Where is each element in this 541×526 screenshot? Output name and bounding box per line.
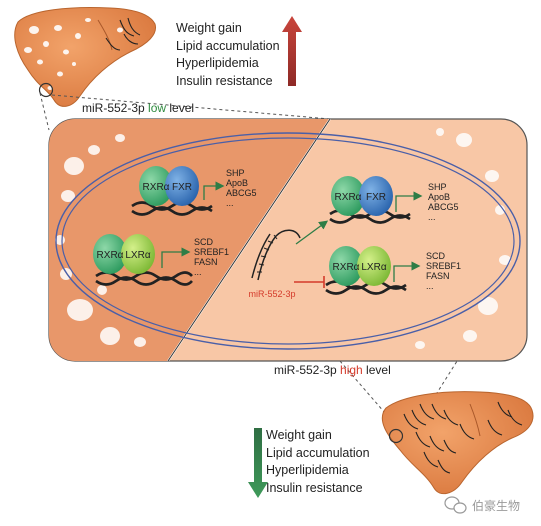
outcome-item: Insulin resistance	[266, 480, 363, 495]
svg-text:...: ...	[426, 281, 434, 291]
decrease-arrow-icon	[248, 428, 268, 498]
mirna-label: miR-552-3p	[248, 289, 295, 299]
high-level-label: miR-552-3p high level	[274, 363, 391, 377]
liver-top	[14, 7, 157, 107]
svg-text:...: ...	[428, 212, 436, 222]
svg-text:SHP: SHP	[428, 182, 447, 192]
rxr-label-left-bottom: RXRα	[97, 250, 124, 261]
svg-text:ABCG5: ABCG5	[226, 188, 257, 198]
svg-text:ApoB: ApoB	[428, 192, 450, 202]
svg-text:...: ...	[226, 198, 234, 208]
lxr-label-right: LXRα	[361, 262, 386, 273]
liver-bottom	[381, 391, 534, 495]
svg-text:FASN: FASN	[194, 257, 218, 267]
fxr-targets-right: SHP ApoB ABCG5 ...	[428, 182, 459, 222]
svg-text:ABCG5: ABCG5	[428, 202, 459, 212]
lxr-targets-right: SCD SREBF1 FASN ...	[426, 251, 461, 291]
svg-text:SCD: SCD	[426, 251, 446, 261]
low-level-label: miR-552-3p low level	[82, 101, 195, 115]
outcome-item: Hyperlipidemia	[176, 56, 259, 70]
top-outcomes: Weight gain Lipid accumulation Hyperlipi…	[176, 20, 280, 90]
increase-arrow-icon	[282, 16, 302, 86]
rxr-label-right-bottom: RXRα	[333, 262, 360, 273]
svg-text:...: ...	[194, 267, 202, 277]
outcome-item: Insulin resistance	[176, 73, 273, 88]
fxr-complex-right	[329, 176, 423, 224]
fxr-label-left: FXR	[172, 182, 192, 193]
rxr-label-right-top: RXRα	[335, 192, 362, 203]
watermark: 伯豪生物	[472, 499, 521, 513]
svg-text:SHP: SHP	[226, 168, 245, 178]
outcome-item: Lipid accumulation	[176, 38, 280, 53]
fxr-complex-left	[131, 166, 225, 216]
inhibition-icon	[294, 276, 325, 288]
fxr-targets-left: SHP ApoB ABCG5 ...	[226, 168, 257, 208]
high-word: high	[340, 363, 363, 377]
wechat-icon	[444, 496, 467, 514]
bottom-outcomes: Weight gain Lipid accumulation Hyperlipi…	[266, 427, 370, 497]
outcome-item: Lipid accumulation	[266, 445, 370, 460]
lxr-complex-left	[93, 234, 193, 286]
rxr-label-left-top: RXRα	[143, 182, 170, 193]
svg-text:SCD: SCD	[194, 237, 214, 247]
low-word: low	[148, 101, 167, 115]
mirna-hairpin-icon	[251, 229, 301, 281]
activation-arrow-icon	[295, 220, 329, 245]
svg-text:ApoB: ApoB	[226, 178, 248, 188]
svg-text:SREBF1: SREBF1	[426, 261, 461, 271]
fxr-label-right: FXR	[366, 192, 386, 203]
outcome-item: Hyperlipidemia	[266, 463, 349, 477]
outcome-item: Weight gain	[266, 428, 332, 442]
lxr-label-left: LXRα	[125, 250, 150, 261]
svg-text:SREBF1: SREBF1	[194, 247, 229, 257]
lxr-targets-left: SCD SREBF1 FASN ...	[194, 237, 229, 277]
svg-text:FASN: FASN	[426, 271, 450, 281]
outcome-item: Weight gain	[176, 21, 242, 35]
lxr-complex-right	[325, 246, 421, 295]
